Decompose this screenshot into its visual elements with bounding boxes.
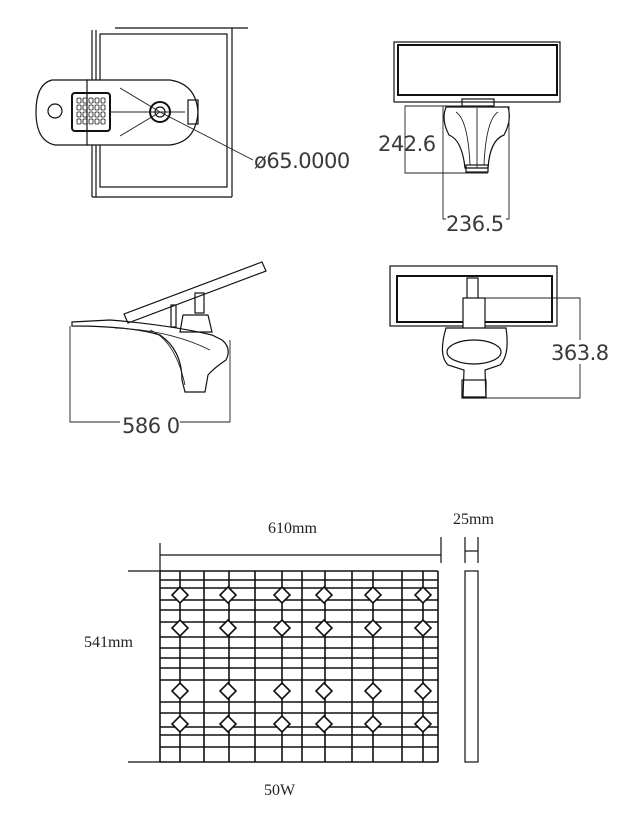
led-cell (76, 118, 82, 125)
solar-panel-edge (393, 41, 561, 103)
panel-side-profile (464, 570, 479, 763)
led-cell (100, 104, 106, 111)
panel-width-label: 610mm (268, 520, 317, 537)
sensor-icon (47, 103, 63, 119)
cell-diamond (218, 681, 238, 701)
side-view: 586 0 (69, 261, 267, 438)
width-label-236: 236.5 (446, 212, 504, 236)
led-cell (88, 104, 94, 111)
led-cell (94, 97, 100, 104)
led-cell (88, 118, 94, 125)
cell-diamond (218, 585, 238, 605)
panel-thickness-label: 25mm (453, 511, 494, 528)
top-view: ø65.0000 (35, 27, 350, 198)
cell-diamond (314, 681, 334, 701)
led-cell (94, 104, 100, 111)
cell-diamond (218, 714, 238, 734)
cell-diamond (363, 618, 383, 638)
led-array (76, 97, 106, 125)
led-cell (88, 111, 94, 118)
led-cell (76, 104, 82, 111)
leader-line (159, 111, 254, 161)
led-cell (82, 104, 88, 111)
led-cell (100, 118, 106, 125)
cell-diamond (170, 681, 190, 701)
cell-diamond (272, 681, 292, 701)
led-cell (82, 118, 88, 125)
cell-diamond (413, 681, 433, 701)
led-cell (94, 111, 100, 118)
cell-diamond (314, 714, 334, 734)
led-cell (76, 111, 82, 118)
led-cell (76, 97, 82, 104)
cell-diamond (314, 585, 334, 605)
height-label-363: 363.8 (551, 341, 609, 365)
led-cell (82, 97, 88, 104)
cell-diamond (363, 714, 383, 734)
cell-diamond (170, 714, 190, 734)
cell-diamond (272, 714, 292, 734)
diameter-label: ø65.0000 (254, 149, 350, 173)
pole-mount-circle (149, 101, 171, 123)
led-cell (82, 111, 88, 118)
cell-diamond (363, 681, 383, 701)
panel-height-label: 541mm (84, 634, 133, 651)
cell-diamond (413, 585, 433, 605)
cell-diamond (272, 618, 292, 638)
cell-diamond (170, 618, 190, 638)
led-cell (100, 111, 106, 118)
rear-view: 363.8 (389, 265, 612, 399)
solar-panel-spec: 610mm 25mm 541mm 50W (84, 511, 494, 799)
cell-diamond (314, 618, 334, 638)
cell-diamond (363, 585, 383, 605)
solar-cell-grid (159, 570, 439, 763)
cell-diamond (413, 714, 433, 734)
led-cell (94, 118, 100, 125)
cell-diamond (218, 618, 238, 638)
cell-diamond (272, 585, 292, 605)
led-cell (100, 97, 106, 104)
front-view: 242.6 236.5 (378, 41, 561, 236)
led-cell (88, 97, 94, 104)
cell-diamond (170, 585, 190, 605)
height-label-242: 242.6 (378, 132, 436, 156)
panel-power-label: 50W (264, 782, 296, 799)
cell-diamond (413, 618, 433, 638)
length-label-586: 586 0 (122, 414, 180, 438)
